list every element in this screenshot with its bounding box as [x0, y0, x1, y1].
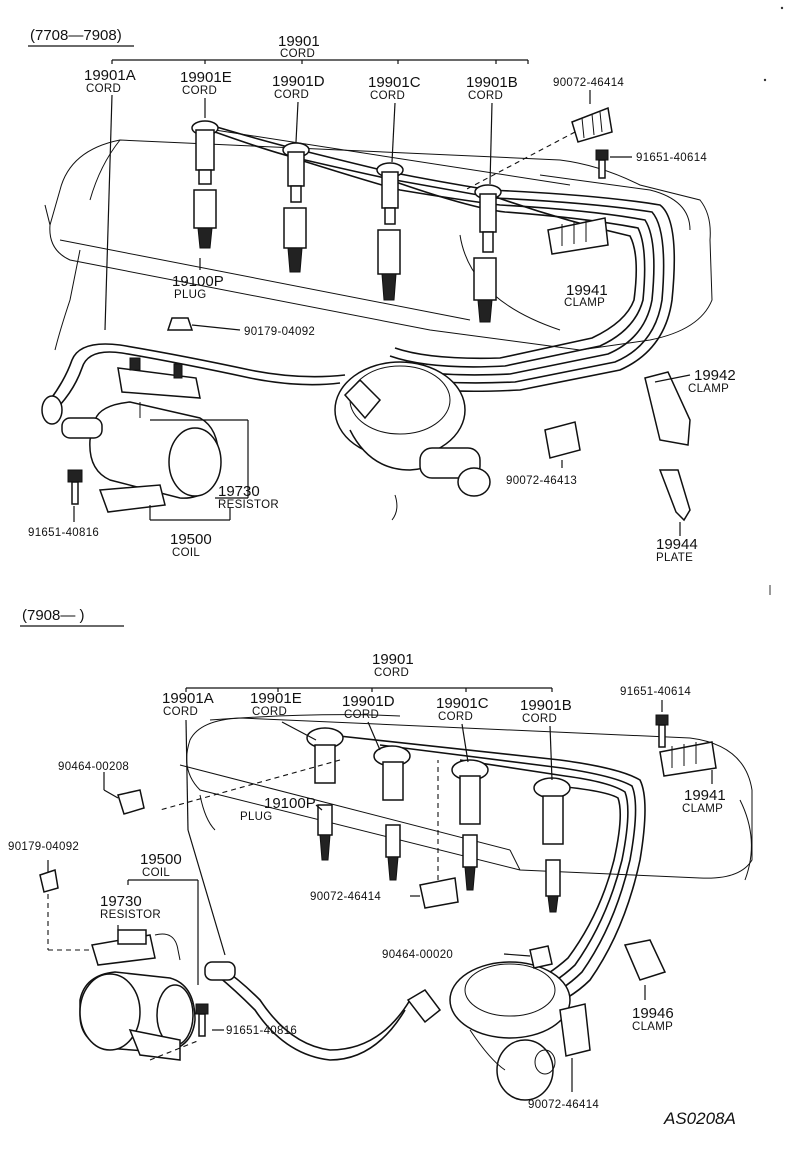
page-specks — [763, 6, 784, 595]
upper-plug-3 — [376, 162, 404, 301]
upper-plate-19944-shape — [658, 469, 691, 522]
upper-label-19500: 19500 — [170, 531, 212, 548]
upper-label-19941-name: CLAMP — [564, 297, 605, 309]
upper-plug-1 — [191, 120, 219, 249]
lower-spark-plugs — [306, 727, 571, 913]
upper-label-19730-name: RESISTOR — [218, 499, 279, 511]
lower-distributor — [406, 961, 571, 1101]
upper-clamp-19942-shape — [644, 371, 691, 446]
lower-clip-90464-00208-shape — [117, 789, 145, 815]
upper-label-19942-name: CLAMP — [688, 383, 729, 395]
lower-bolt-91651-40816-shape — [195, 1003, 209, 1015]
upper-range-label: (7708—7908) — [30, 27, 122, 44]
lower-label-19500-name: COIL — [142, 867, 170, 879]
lower-label-19901e: 19901E — [250, 690, 302, 707]
lower-label-19500: 19500 — [140, 851, 182, 868]
upper-label-19941: 19941 — [566, 282, 608, 299]
lower-plug-3 — [451, 759, 489, 891]
upper-label-19901d-name: CORD — [274, 89, 309, 101]
lower-plug-4 — [533, 777, 571, 913]
upper-spark-plugs — [191, 120, 502, 323]
upper-clamp-90072-46414-shape — [571, 106, 613, 143]
lower-label-19941-name: CLAMP — [682, 803, 723, 815]
upper-label-19944: 19944 — [656, 536, 698, 553]
upper-clamp-19941-shape — [547, 217, 609, 255]
lower-clamp-19946-shape — [623, 939, 667, 981]
upper-label-19901e-name: CORD — [182, 85, 217, 97]
lower-section: (7908— ) — [8, 607, 753, 1111]
lower-plug-1 — [306, 727, 344, 861]
lower-label-19946-name: CLAMP — [632, 1021, 673, 1033]
upper-coil-assembly — [41, 317, 222, 513]
upper-label-19100p-name: PLUG — [174, 289, 207, 301]
lower-engine-head — [179, 714, 753, 881]
upper-plug-4 — [473, 184, 502, 323]
lower-bolt-91651-40614-shape — [655, 714, 669, 726]
lower-label-19901-name: CORD — [374, 667, 409, 679]
lower-clamp-90072-46414-shape — [419, 877, 459, 909]
lower-label-19901a-name: CORD — [163, 706, 198, 718]
upper-label-90072-46414: 90072-46414 — [553, 77, 624, 89]
lower-label-19901a: 19901A — [162, 690, 214, 707]
upper-bolt-91651-40614-shape — [595, 149, 609, 161]
lower-label-19901c: 19901C — [436, 695, 489, 712]
upper-clamp-90072-46413-shape — [544, 421, 581, 459]
lower-leaders — [47, 687, 713, 1092]
lower-label-19901e-name: CORD — [252, 706, 287, 718]
upper-label-19942: 19942 — [694, 367, 736, 384]
lower-label-91651-40614: 91651-40614 — [620, 686, 691, 698]
upper-label-19901d: 19901D — [272, 73, 325, 90]
upper-distributor — [334, 361, 491, 521]
lower-label-91651-40816: 91651-40816 — [226, 1025, 297, 1037]
upper-label-91651-40816: 91651-40816 — [28, 527, 99, 539]
upper-ignition-cables — [49, 124, 676, 406]
lower-clamps — [117, 714, 717, 1057]
lower-label-19901d: 19901D — [342, 693, 395, 710]
lower-clamp-90072-46414-b-shape — [559, 1003, 591, 1057]
diagram-code: AS0208A — [663, 1109, 736, 1128]
lower-label-90464-00208: 90464-00208 — [58, 761, 129, 773]
upper-section: (7708—7908) — [28, 27, 736, 564]
lower-label-19901b-name: CORD — [522, 713, 557, 725]
upper-label-19100p: 19100P — [172, 273, 224, 290]
upper-label-19901e: 19901E — [180, 69, 232, 86]
lower-label-90179-04092: 90179-04092 — [8, 841, 79, 853]
upper-label-90072-46413: 90072-46413 — [506, 475, 577, 487]
lower-label-19901: 19901 — [372, 651, 414, 668]
upper-label-19901a-name: CORD — [86, 83, 121, 95]
upper-clamps — [544, 106, 691, 522]
upper-label-19901c-name: CORD — [370, 90, 405, 102]
lower-label-19901d-name: CORD — [344, 709, 379, 721]
upper-label-19901b-name: CORD — [468, 90, 503, 102]
upper-label-91651-40614: 91651-40614 — [636, 152, 707, 164]
lower-label-90072-46414-b: 90072-46414 — [528, 1099, 599, 1111]
lower-label-19100p-name: PLUG — [240, 811, 273, 823]
upper-label-19901a: 19901A — [84, 67, 136, 84]
upper-label-19730: 19730 — [218, 483, 260, 500]
upper-leaders — [73, 59, 691, 536]
lower-clamp-19941-shape — [659, 741, 717, 777]
upper-label-19901-name: CORD — [280, 48, 315, 60]
lower-clip-90464-00020-shape — [529, 945, 553, 969]
lower-label-19100p: 19100P — [264, 795, 316, 812]
upper-plug-2 — [282, 142, 310, 273]
upper-label-19944-name: PLATE — [656, 552, 693, 564]
lower-plug-2 — [373, 745, 411, 881]
upper-label-90179-04092: 90179-04092 — [244, 326, 315, 338]
lower-label-19946: 19946 — [632, 1005, 674, 1022]
lower-label-19941: 19941 — [684, 787, 726, 804]
lower-label-19901c-name: CORD — [438, 711, 473, 723]
upper-label-19901c: 19901C — [368, 74, 421, 91]
upper-label-19901: 19901 — [278, 33, 320, 50]
lower-range-label: (7908— ) — [22, 607, 85, 624]
lower-label-90072-46414: 90072-46414 — [310, 891, 381, 903]
upper-label-19500-name: COIL — [172, 547, 200, 559]
lower-label-90464-00020: 90464-00020 — [382, 949, 453, 961]
lower-label-19730: 19730 — [100, 893, 142, 910]
lower-ignition-cables — [217, 734, 646, 1061]
upper-label-19901b: 19901B — [466, 74, 518, 91]
lower-label-19901b: 19901B — [520, 697, 572, 714]
lower-label-19730-name: RESISTOR — [100, 909, 161, 921]
